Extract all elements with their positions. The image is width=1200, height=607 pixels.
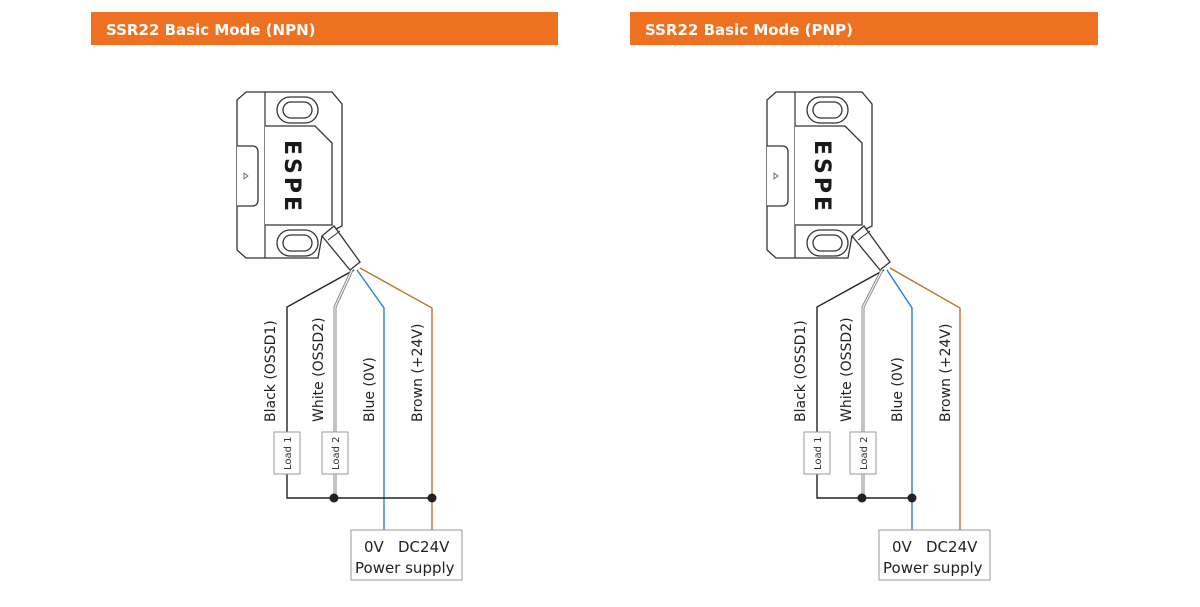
power-supply-label: Power supply [883, 559, 983, 577]
power-dc24v-label: DC24V [398, 538, 450, 556]
white-wire-label: White (OSSD2) [839, 317, 855, 422]
blue-wire-label: Blue (0V) [890, 357, 906, 422]
panel-header [91, 12, 558, 45]
sensor-logo: ESPE [809, 140, 834, 214]
brown-wire [889, 267, 961, 530]
blue-wire-label: Blue (0V) [362, 357, 378, 422]
blue-wire [356, 269, 385, 530]
power-0v-label: 0V [364, 538, 385, 556]
black-wire [816, 269, 885, 499]
panel-title: SSR22 Basic Mode (NPN) [106, 21, 316, 39]
junction-dot [857, 493, 867, 503]
brown-wire [359, 267, 433, 530]
panel-header [630, 12, 1098, 45]
load-2-label: Load 2 [859, 436, 870, 470]
blue-wire [886, 269, 913, 530]
junction-dot [329, 493, 339, 503]
junction-dot [427, 493, 437, 503]
load-1-box [803, 431, 831, 475]
panel-title: SSR22 Basic Mode (PNP) [645, 21, 853, 39]
load-1-box [273, 431, 301, 475]
load-2-box [321, 431, 349, 475]
load-2-box [849, 431, 877, 475]
load-1-label: Load 1 [283, 436, 294, 470]
junction-dot [907, 493, 917, 503]
panel-pnp: SSR22 Basic Mode (PNP) ESPE Load 1 Load … [630, 12, 1098, 581]
power-dc24v-label: DC24V [926, 538, 978, 556]
power-supply-label: Power supply [355, 559, 455, 577]
power-0v-label: 0V [892, 538, 913, 556]
black-wire-label: Black (OSSD1) [793, 320, 809, 422]
black-wire [286, 269, 355, 499]
load-2-label: Load 2 [331, 436, 342, 470]
white-wire-label: White (OSSD2) [311, 317, 327, 422]
power-supply-box [878, 529, 991, 581]
brown-wire-label: Brown (+24V) [938, 324, 954, 422]
load-1-label: Load 1 [813, 436, 824, 470]
brown-wire-label: Brown (+24V) [410, 324, 426, 422]
panel-npn: SSR22 Basic Mode (NPN) ESPE Load 1 Load … [91, 12, 558, 581]
sensor-logo: ESPE [279, 140, 304, 214]
black-wire-label: Black (OSSD1) [263, 320, 279, 422]
power-supply-box [350, 529, 463, 581]
